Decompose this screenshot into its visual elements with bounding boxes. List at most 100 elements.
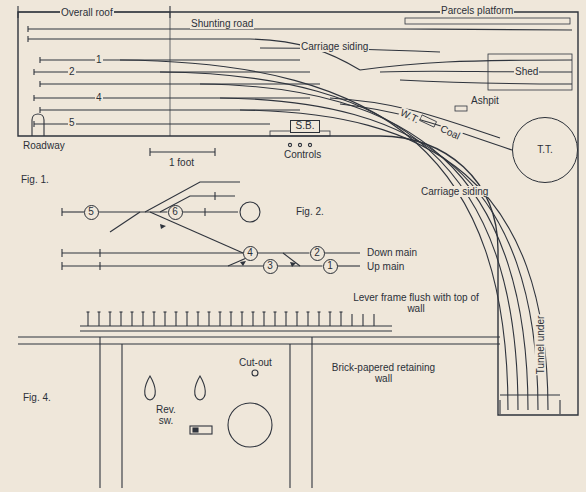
feature-name: Roadway bbox=[22, 140, 66, 151]
tunnel-label: Tunnel under bbox=[535, 315, 546, 376]
track-line bbox=[380, 71, 572, 73]
schematic-track bbox=[62, 252, 243, 253]
retaining-wall bbox=[18, 337, 500, 488]
control-panel bbox=[190, 426, 212, 434]
engine-shed bbox=[488, 54, 572, 90]
lever bbox=[175, 311, 178, 312]
point-arrow bbox=[240, 261, 246, 266]
lever-number: 1 bbox=[323, 259, 338, 274]
schematic-track bbox=[214, 192, 215, 200]
scale-bar bbox=[150, 148, 215, 156]
platform-name: Parcels platform bbox=[440, 5, 514, 16]
scale-bar bbox=[149, 148, 150, 156]
figure-label: Fig. 1. bbox=[20, 174, 50, 185]
feature-name: Ashpit bbox=[470, 95, 500, 106]
node-text: 2 bbox=[314, 248, 320, 258]
node-text: 3 bbox=[267, 261, 273, 271]
schematic-track bbox=[204, 208, 205, 216]
schematic-track bbox=[150, 212, 243, 253]
lever-frame bbox=[80, 325, 392, 326]
lever bbox=[197, 312, 198, 326]
lever bbox=[329, 311, 332, 312]
lever bbox=[208, 312, 209, 326]
lever bbox=[351, 312, 352, 326]
track-line bbox=[28, 29, 572, 30]
ashpit bbox=[455, 106, 467, 111]
road-number: 2 bbox=[68, 66, 76, 77]
lever-number: 6 bbox=[168, 205, 183, 220]
lever bbox=[98, 311, 101, 312]
line-name: Down main bbox=[366, 247, 418, 258]
roof-dimension bbox=[17, 6, 18, 18]
schematic-track bbox=[110, 212, 140, 232]
lever bbox=[153, 312, 154, 326]
track-line bbox=[28, 18, 572, 414]
lever-number: 5 bbox=[84, 205, 99, 220]
control-panel bbox=[228, 403, 272, 447]
lever bbox=[241, 312, 242, 326]
figure-label: Fig. 4. bbox=[22, 392, 52, 403]
lever bbox=[142, 312, 143, 326]
road-number: 1 bbox=[95, 54, 103, 65]
schematic-track bbox=[145, 182, 240, 212]
lever bbox=[307, 312, 308, 326]
note: Lever frame flush with top of wall bbox=[350, 292, 482, 314]
buffer-stop bbox=[39, 57, 40, 63]
track-line bbox=[160, 72, 518, 410]
retaining-wall bbox=[18, 336, 500, 337]
lever bbox=[120, 312, 121, 326]
lever bbox=[197, 311, 200, 312]
track-connector bbox=[278, 265, 323, 266]
line-name: Up main bbox=[366, 261, 405, 272]
control-panel bbox=[195, 376, 206, 400]
track-name: Carriage siding bbox=[300, 41, 369, 52]
lever-number: 4 bbox=[243, 246, 258, 261]
track-line bbox=[34, 97, 310, 98]
track-connector bbox=[99, 211, 168, 212]
lever bbox=[109, 311, 112, 312]
signal-box: S.B. bbox=[290, 120, 320, 133]
lever bbox=[153, 311, 156, 312]
lever bbox=[131, 311, 134, 312]
lever bbox=[318, 312, 319, 326]
lever bbox=[307, 311, 310, 312]
ashpit bbox=[455, 106, 467, 111]
roof-dimension bbox=[169, 6, 170, 18]
buffer-stop bbox=[39, 107, 40, 113]
lever bbox=[142, 311, 145, 312]
road-number: 5 bbox=[68, 117, 76, 128]
lever bbox=[252, 311, 255, 312]
track-line bbox=[40, 83, 320, 84]
control-panel bbox=[252, 370, 258, 376]
lever bbox=[219, 312, 220, 326]
roadway bbox=[32, 114, 44, 136]
coal-stage bbox=[419, 115, 436, 127]
buffer-stop bbox=[27, 36, 28, 42]
retaining-wall bbox=[18, 343, 500, 344]
dimension-label: Overall roof bbox=[60, 7, 114, 18]
engine-shed bbox=[488, 54, 572, 90]
schematic-track bbox=[61, 249, 62, 257]
lever bbox=[230, 312, 231, 326]
track-line bbox=[559, 400, 560, 414]
schematic-track bbox=[99, 249, 100, 257]
lever bbox=[131, 312, 132, 326]
node-text: S.B. bbox=[296, 121, 315, 131]
lever bbox=[329, 312, 330, 326]
track-line bbox=[340, 104, 512, 150]
retaining-wall bbox=[289, 344, 290, 488]
schematic-track bbox=[99, 262, 100, 270]
track-line bbox=[360, 60, 572, 70]
lever-frame bbox=[80, 330, 392, 331]
track-line bbox=[405, 18, 570, 24]
schematic-track bbox=[61, 262, 62, 270]
node-text: 6 bbox=[172, 207, 178, 217]
lever bbox=[164, 312, 165, 326]
lever bbox=[252, 312, 253, 326]
panel-name: Controls bbox=[283, 149, 322, 160]
lever bbox=[285, 312, 286, 326]
point-arrow bbox=[160, 224, 166, 229]
